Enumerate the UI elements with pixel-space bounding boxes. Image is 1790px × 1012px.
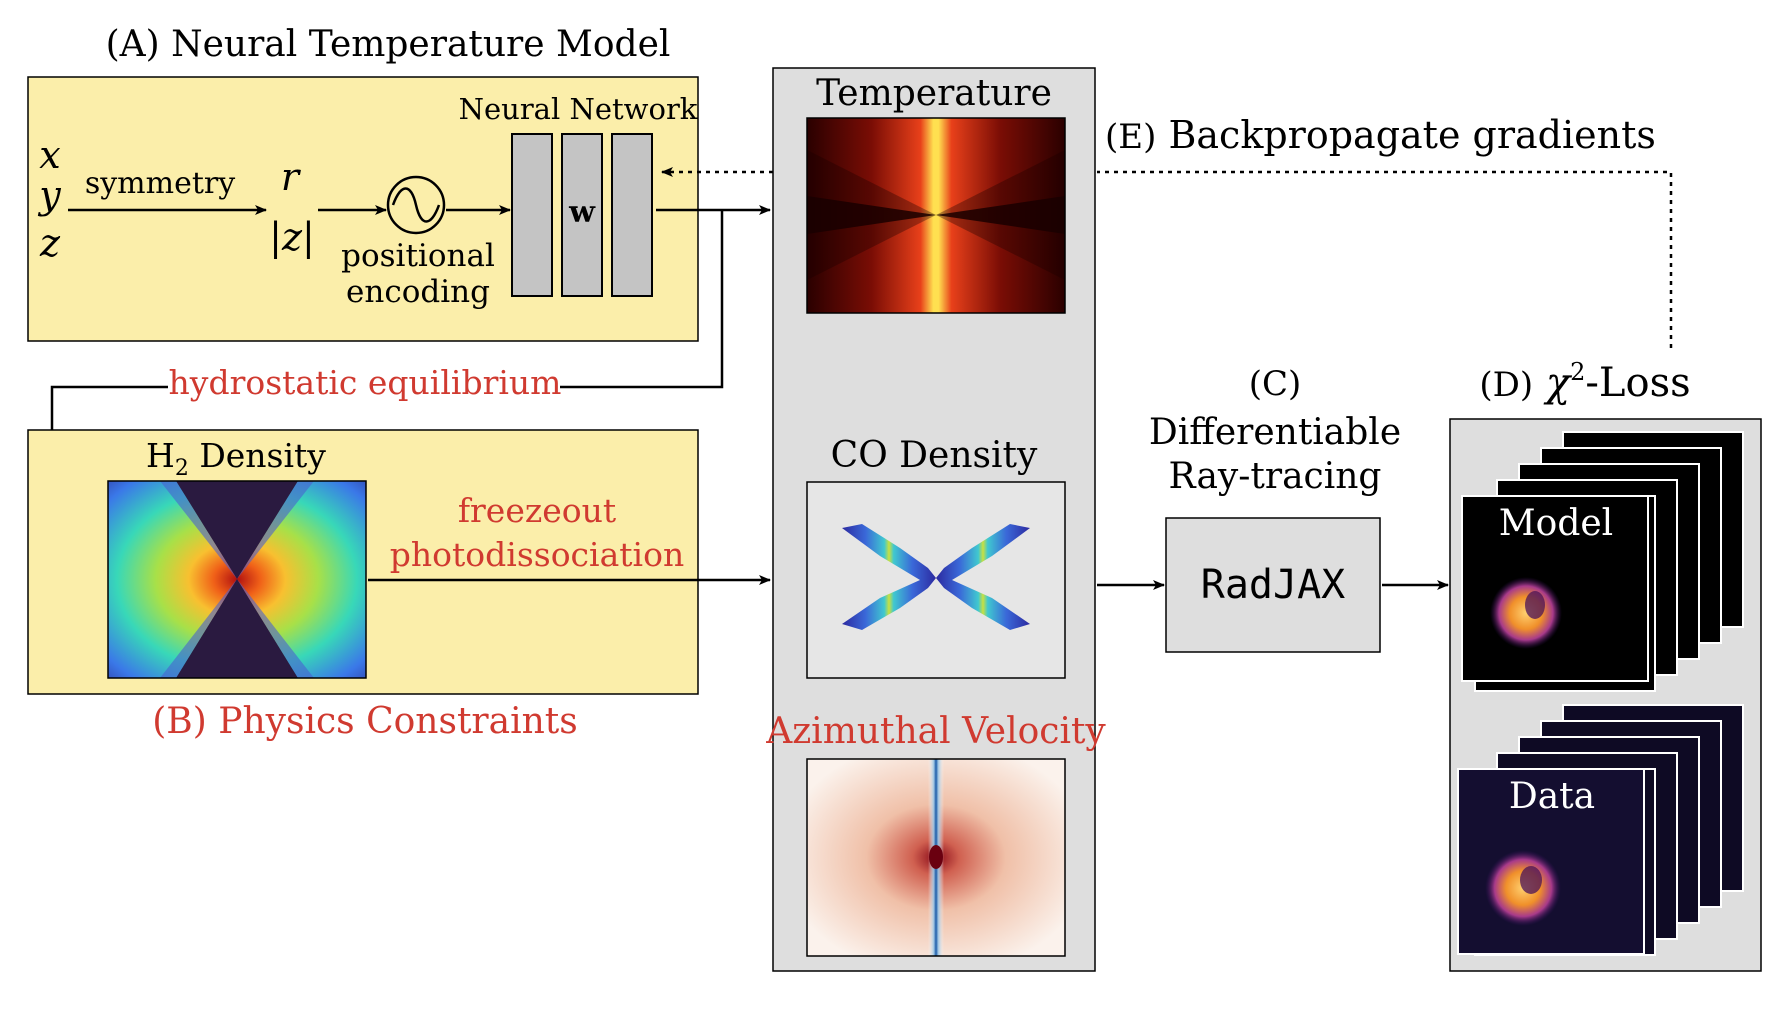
panel-c-letter: (C) [1249,364,1302,404]
photodissociation-label: photodissociation [390,535,684,574]
input-x: x [39,133,60,177]
input-z: z [39,221,61,265]
backprop-path [1097,170,1673,348]
network-label: Neural Network [459,92,698,126]
abs-z-label: |z| [269,215,315,259]
hydrostatic-label: hydrostatic equilibrium [169,363,562,402]
data-label: Data [1509,776,1595,817]
network-layer-3 [611,133,653,297]
input-y: y [37,173,61,217]
model-image-stack [1461,431,1744,692]
data-image-stack [1457,704,1744,956]
network-layer-2 [561,133,603,297]
panel-c-line2: Ray-tracing [1169,456,1382,497]
radjax-label: RadJAX [1201,562,1346,608]
encoding-label-1: positional [341,238,495,274]
positional-encoding-icon [386,175,446,235]
temperature-label: Temperature [816,73,1052,114]
sine-wave-icon [391,187,441,223]
co-density-label: CO Density [831,435,1038,476]
h2-density-map [107,480,367,679]
velocity-map [806,758,1066,957]
model-label: Model [1499,503,1613,544]
panel-b-title: (B) Physics Constraints [152,701,577,742]
velocity-label: Azimuthal Velocity [765,711,1106,752]
hydrostatic-path [560,210,724,389]
encoding-label-2: encoding [346,274,490,310]
panel-c-line1: Differentiable [1149,412,1401,453]
freezeout-label: freezeout [458,491,616,530]
temperature-map [806,117,1066,314]
h2-density-label: H2 Density [146,436,326,481]
weights-label: w [568,195,596,230]
symmetry-label: symmetry [85,166,235,201]
r-label: r [281,155,302,199]
radjax-box [1165,517,1381,653]
panel-d-title: (D) χ2-Loss [1479,358,1690,406]
network-layer-1 [511,133,553,297]
panel-a-title: (A) Neural Temperature Model [106,24,671,65]
panel-e-label: (E) Backpropagate gradients [1105,113,1656,157]
co-density-map [806,481,1066,679]
